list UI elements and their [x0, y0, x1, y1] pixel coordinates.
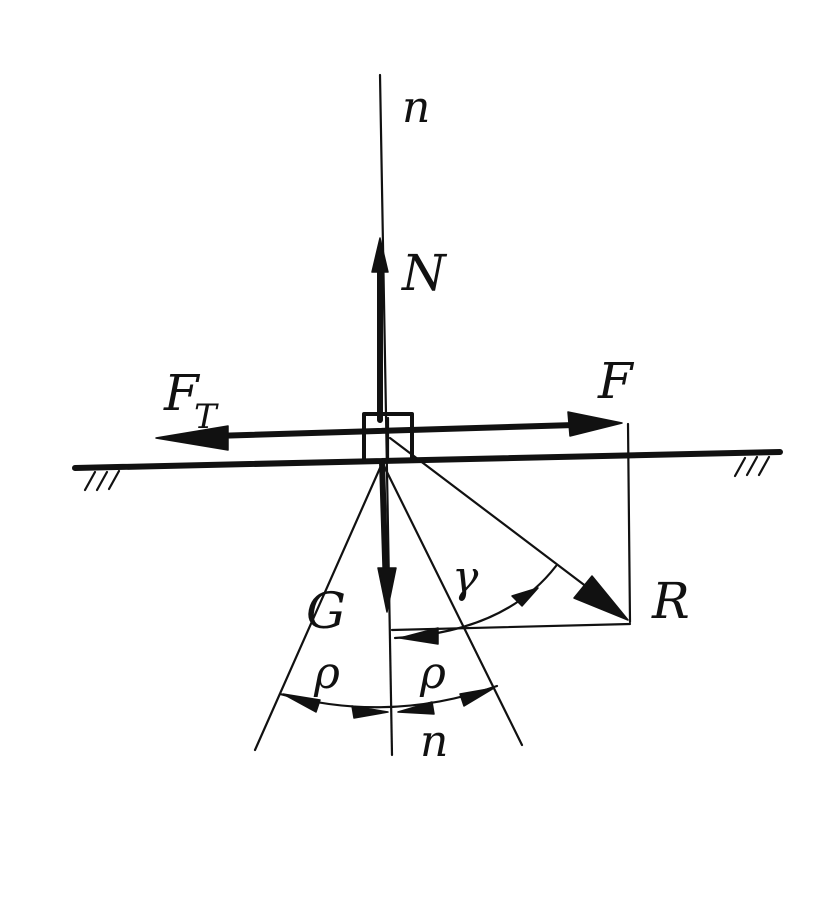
- resultant-arrowhead: [573, 575, 629, 621]
- label-normal-bottom: n: [420, 716, 448, 767]
- sliding-body: [362, 412, 414, 463]
- support-hatch-right: [733, 455, 771, 478]
- rho-arrow-left-a: [282, 693, 321, 713]
- label-deviation-angle: γ: [452, 552, 479, 603]
- support-surface: [72, 449, 783, 471]
- rho-arrow-left-b: [351, 705, 389, 719]
- label-weight: G: [306, 582, 346, 640]
- friction-cone-left-edge: [253, 466, 382, 752]
- rho-arrow-right-b: [459, 687, 495, 707]
- parallelogram-bottom-edge: [390, 622, 632, 632]
- weight-arrowhead: [377, 567, 397, 613]
- normal-force-arrowhead: [371, 237, 389, 273]
- label-friction-angle-right: ρ: [419, 648, 446, 699]
- label-applied-force: F: [597, 352, 635, 410]
- applied-force-arrowhead: [567, 411, 623, 437]
- parallelogram-right-edge: [626, 422, 632, 624]
- deviation-angle-arrow-lower: [399, 627, 439, 645]
- resultant-shaft: [388, 436, 614, 608]
- rho-arrow-right-a: [397, 701, 435, 715]
- label-resultant: R: [651, 572, 690, 630]
- label-normal-force: N: [401, 244, 448, 302]
- friction-force-arrowhead: [155, 425, 229, 451]
- label-normal-top: n: [402, 82, 430, 133]
- label-friction-force: F: [163, 364, 201, 422]
- label-friction-subscript: T: [194, 397, 219, 437]
- label-friction-angle-left: ρ: [313, 648, 340, 699]
- deviation-angle-arrow-upper: [511, 587, 539, 607]
- horizontal-force-line: [177, 421, 611, 440]
- support-hatch-left: [83, 469, 121, 492]
- friction-cone-right-edge: [382, 464, 524, 747]
